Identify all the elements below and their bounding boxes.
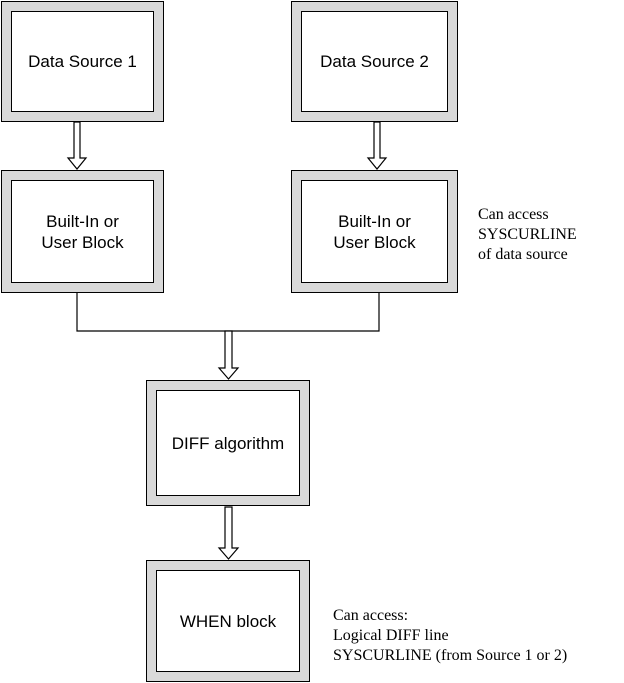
connector-source1-block1	[66, 121, 88, 170]
data-source-1-label: Data Source 1	[28, 52, 137, 71]
data-source-2-label: Data Source 2	[320, 52, 429, 71]
when-block-box: WHEN block	[146, 560, 310, 682]
connector-source2-block2	[366, 121, 388, 170]
block-1-label: Built-In or User Block	[41, 211, 124, 252]
built-in-user-block-2: Built-In or User Block	[291, 170, 458, 293]
data-source-1-box: Data Source 1	[1, 1, 164, 122]
built-in-user-block-1: Built-In or User Block	[1, 170, 164, 293]
diff-algorithm-box: DIFF algorithm	[146, 380, 310, 506]
connector-blocks-merge	[76, 293, 380, 332]
block-2-note: Can access SYSCURLINE of data source	[478, 206, 577, 263]
block-2-label: Built-In or User Block	[333, 211, 416, 252]
connector-diff-when	[217, 506, 240, 560]
when-block-note: Can access: Logical DIFF line SYSCURLINE…	[333, 607, 568, 664]
diff-algorithm-label: DIFF algorithm	[171, 433, 285, 453]
when-block-label: WHEN block	[179, 611, 277, 631]
connector-merge-diff	[217, 330, 240, 380]
data-source-2-box: Data Source 2	[291, 1, 458, 122]
